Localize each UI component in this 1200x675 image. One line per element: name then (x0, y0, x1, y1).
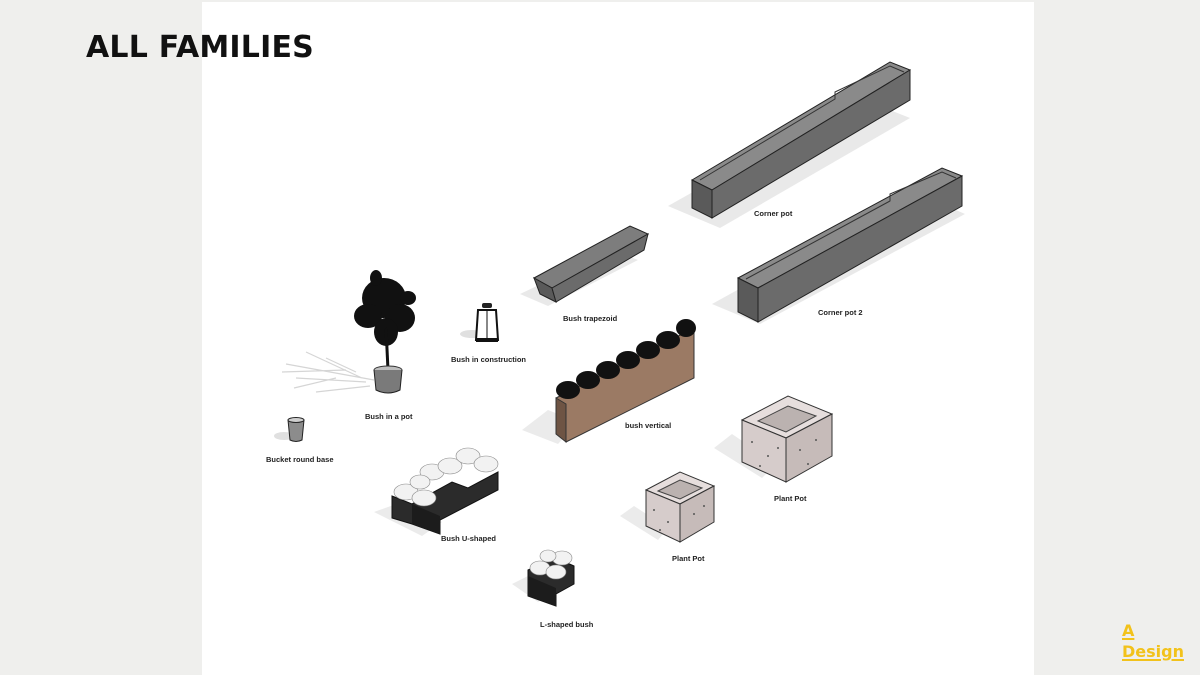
family-label-bucket-round-base: Bucket round base (266, 455, 334, 464)
family-label-plant-pot-small: Plant Pot (672, 554, 705, 563)
family-label-bush-trapezoid: Bush trapezoid (563, 314, 618, 323)
brand-logo: A Design (1122, 620, 1184, 662)
family-label-corner-pot-2: Corner pot 2 (818, 308, 863, 317)
family-label-bush-in-a-pot: Bush in a pot (365, 412, 413, 421)
bush-u-shaped-render (374, 447, 499, 536)
bucket-round-base-render (274, 417, 305, 442)
corner-pot-2-render (712, 167, 965, 324)
slide-title: ALL FAMILIES (86, 30, 314, 65)
brand-logo-line1: A (1122, 621, 1135, 640)
bush-vertical-render (522, 319, 696, 444)
bush-in-construction-render (460, 303, 500, 342)
family-label-plant-pot-large: Plant Pot (774, 494, 807, 503)
family-label-l-shaped-bush: L-shaped bush (540, 620, 594, 629)
bush-trapezoid-render (520, 225, 650, 306)
corner-pot-render (668, 61, 912, 228)
family-label-bush-vertical: bush vertical (625, 421, 672, 430)
family-label-bush-in-construction: Bush in construction (451, 355, 526, 364)
bush-in-a-pot-render (281, 270, 416, 394)
family-label-bush-u-shaped: Bush U-shaped (441, 534, 497, 543)
family-label-corner-pot: Corner pot (754, 209, 793, 218)
plant-pot-small-render (620, 471, 716, 543)
brand-logo-line2: Design (1122, 642, 1184, 661)
l-shaped-bush-render (512, 549, 575, 607)
plant-pot-large-render (714, 395, 834, 483)
